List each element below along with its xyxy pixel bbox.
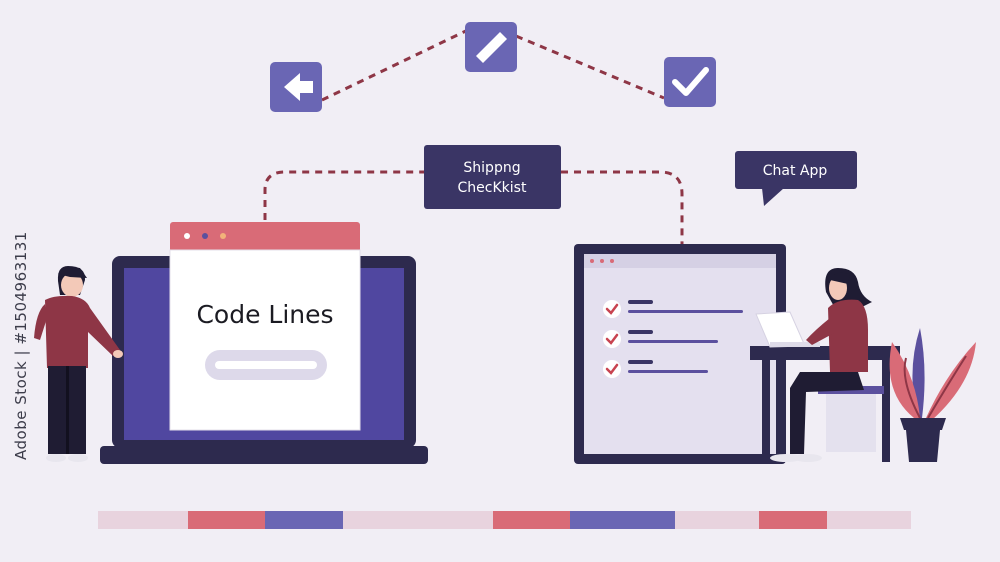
checkmark-icon bbox=[672, 67, 709, 96]
right-monitor bbox=[574, 244, 786, 464]
shipping-label-line2: ChecKkist bbox=[458, 180, 527, 196]
window-dot-max bbox=[220, 233, 226, 239]
window-dot-min bbox=[202, 233, 208, 239]
bottom-color-stripe bbox=[98, 511, 911, 529]
edit-pencil-icon-box[interactable] bbox=[465, 22, 517, 72]
chair bbox=[818, 386, 884, 452]
dashed-connectors bbox=[263, 26, 684, 244]
watermark-text: Adobe Stock | #1504963131 bbox=[12, 231, 30, 460]
chat-app-bubble: Chat App bbox=[735, 151, 857, 206]
checkmark-icon-box[interactable] bbox=[664, 57, 716, 107]
shipping-label-line1: Shippng bbox=[463, 160, 520, 176]
laptop-on-desk bbox=[755, 311, 820, 348]
checklist-item-3[interactable] bbox=[603, 360, 708, 378]
watermark-strip: Adobe Stock | #1504963131 bbox=[10, 0, 30, 562]
chat-app-label: Chat App bbox=[763, 163, 828, 179]
arrow-left-icon bbox=[284, 73, 313, 101]
shipping-checklist-label: Shippng ChecKkist bbox=[424, 145, 561, 209]
check-icon bbox=[605, 303, 619, 315]
woman-figure bbox=[770, 268, 872, 462]
check-icon bbox=[605, 333, 619, 345]
checklist-item-1[interactable] bbox=[603, 300, 743, 318]
checklist-item-2[interactable] bbox=[603, 330, 718, 348]
back-arrow-icon-box[interactable] bbox=[270, 62, 322, 112]
pencil-icon bbox=[476, 32, 507, 63]
man-figure bbox=[34, 266, 123, 462]
code-lines-title: Code Lines bbox=[196, 300, 333, 329]
code-lines-window: Code Lines bbox=[169, 222, 361, 431]
window-dot-close bbox=[184, 233, 190, 239]
check-icon bbox=[605, 363, 619, 375]
potted-plant bbox=[889, 328, 976, 462]
